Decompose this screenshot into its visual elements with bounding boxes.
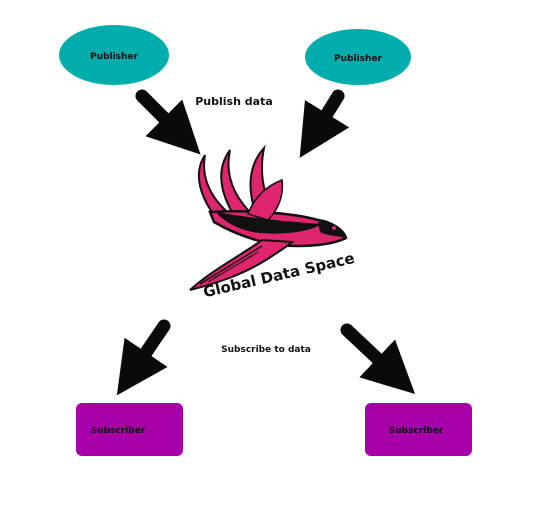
subscribe-arrow-right xyxy=(340,323,416,395)
subscriber-node-left: Subscriber xyxy=(76,403,183,456)
subscribe-to-data-label: Subscribe to data xyxy=(221,345,311,355)
publish-arrow-right xyxy=(299,89,350,158)
publisher-label: Publisher xyxy=(334,54,382,64)
subscriber-shape xyxy=(76,403,183,456)
subscriber-node-right: Subscriber xyxy=(365,403,472,456)
publisher-node-left: Publisher xyxy=(59,25,169,85)
subscriber-label: Subscriber xyxy=(91,426,146,436)
publisher-shape xyxy=(59,25,169,85)
subscribe-arrow-left xyxy=(116,319,171,396)
publisher-node-right: Publisher xyxy=(305,29,411,85)
subscriber-shape xyxy=(365,403,472,456)
subscriber-label: Subscriber xyxy=(389,426,444,436)
publisher-shape xyxy=(305,29,411,85)
swallow-bird-icon xyxy=(189,144,348,291)
publish-data-label: Publish data xyxy=(195,95,273,108)
publish-arrow-left xyxy=(135,89,201,155)
publisher-label: Publisher xyxy=(90,52,138,62)
